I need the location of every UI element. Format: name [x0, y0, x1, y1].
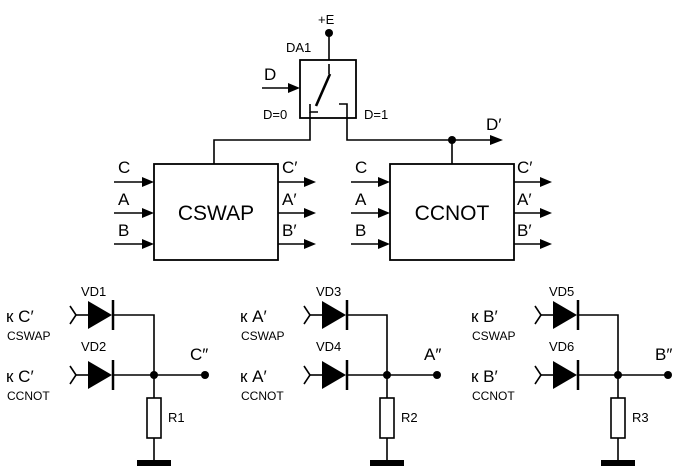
or-c-resistor [146, 397, 162, 439]
cswap-out-b-arrow [304, 239, 316, 249]
cswap-in-a-label: A [118, 190, 130, 209]
or-a-out-node [433, 371, 441, 379]
or-b-out-label: B″ [655, 345, 672, 364]
cswap-in-c-label: C [118, 158, 130, 177]
or-a-d1-diode [322, 301, 346, 329]
or-a-in1-label: к A′ [240, 307, 267, 326]
cswap-out-a-arrow [304, 208, 316, 218]
cswap-in-b-arrow [142, 239, 154, 249]
or-b-in2-connector [534, 365, 542, 385]
or-b-d1-wire-out [578, 314, 619, 375]
switch-ref: DA1 [286, 40, 311, 55]
cswap-in-a-arrow [142, 208, 154, 218]
ccnot-in-c-label: C [355, 158, 367, 177]
cswap-box [153, 163, 279, 261]
or-b-ground [601, 460, 635, 466]
or-a-in2-src: CCNOT [241, 389, 284, 403]
or-b-resistor [610, 397, 626, 439]
or-c-out-label: C″ [190, 345, 208, 364]
or-b-d1-label: VD5 [549, 284, 574, 299]
or-c-in2-label: к C′ [6, 367, 34, 386]
contact-1 [339, 103, 348, 114]
ccnot-in-b-label: B [355, 221, 366, 240]
or-a-in1-src: CSWAP [241, 329, 285, 343]
or-gate-b: к B′ CSWAP VD5 к B′ CCNOT VD6 B″ R3 [471, 284, 672, 466]
or-a-resistor [379, 397, 395, 439]
d-prime-label: D′ [486, 115, 501, 134]
or-c-in2-connector [69, 365, 77, 385]
or-b-d2-label: VD6 [549, 339, 574, 354]
ccnot-in-c-arrow [378, 177, 390, 187]
ccnot-out-a-arrow [540, 208, 552, 218]
wire-to-ccnot [346, 114, 453, 164]
or-c-in1-label: к C′ [6, 307, 34, 326]
or-c-in2-src: CCNOT [7, 389, 50, 403]
ccnot-in-a-label: A [355, 190, 367, 209]
or-c-in1-connector [69, 305, 77, 325]
wire-to-cswap [213, 112, 311, 164]
or-gate-a: к A′ CSWAP VD3 к A′ CCNOT VD4 A″ R2 [240, 284, 441, 466]
switch-pos1-label: D=1 [364, 107, 388, 122]
switch-da1: +E DA1 D D=0 D=1 D′ [213, 12, 503, 164]
or-c-d1-diode [88, 301, 112, 329]
or-a-out-label: A″ [424, 345, 441, 364]
cswap-in-c-arrow [142, 177, 154, 187]
or-gate-c: к C′ CSWAP VD1 к C′ CCNOT VD2 C″ R1 [6, 284, 209, 466]
or-c-res-label: R1 [168, 410, 185, 425]
ccnot-title: CCNOT [415, 202, 490, 225]
switch-control-label: D [264, 65, 276, 84]
cswap-block: CSWAP C A B C′ A′ B′ [114, 158, 316, 261]
or-b-in1-src: CSWAP [472, 329, 516, 343]
switch-blade [314, 73, 332, 107]
or-c-d1-wire-out [113, 314, 155, 375]
ccnot-in-b-arrow [378, 239, 390, 249]
or-a-in1-connector [303, 305, 311, 325]
or-c-d2-diode [88, 361, 112, 389]
or-a-d2-diode [322, 361, 346, 389]
ccnot-block: CCNOT C A B C′ A′ B′ [351, 158, 552, 261]
or-c-ground [137, 460, 171, 466]
cswap-out-b-label: B′ [282, 221, 297, 240]
or-a-in2-label: к A′ [240, 367, 267, 386]
ccnot-in-a-arrow [378, 208, 390, 218]
ccnot-out-a-label: A′ [517, 190, 532, 209]
or-a-res-label: R2 [401, 410, 418, 425]
or-c-out-node [201, 371, 209, 379]
or-c-d2-label: VD2 [81, 339, 106, 354]
cswap-in-b-label: B [118, 221, 129, 240]
or-b-d2-diode [553, 361, 577, 389]
cswap-out-c-arrow [304, 177, 316, 187]
ccnot-box [389, 163, 515, 261]
switch-pos0-label: D=0 [263, 107, 287, 122]
ccnot-out-b-arrow [540, 239, 552, 249]
switch-control-arrow [288, 83, 300, 93]
or-c-in1-src: CSWAP [7, 329, 51, 343]
or-a-d1-label: VD3 [316, 284, 341, 299]
cswap-out-c-label: C′ [282, 158, 297, 177]
or-b-d1-diode [553, 301, 577, 329]
ccnot-out-c-label: C′ [517, 158, 532, 177]
cswap-out-a-label: A′ [282, 190, 297, 209]
supply-label: +E [318, 12, 335, 27]
or-a-d2-label: VD4 [316, 339, 341, 354]
or-b-res-label: R3 [632, 410, 649, 425]
ccnot-out-b-label: B′ [517, 221, 532, 240]
d-prime-arrow [490, 135, 503, 145]
ccnot-out-c-arrow [540, 177, 552, 187]
or-b-in2-label: к B′ [471, 367, 498, 386]
cswap-title: CSWAP [178, 202, 254, 225]
or-c-d1-label: VD1 [81, 284, 106, 299]
or-b-out-node [664, 371, 672, 379]
or-b-in1-label: к B′ [471, 307, 498, 326]
or-a-in2-connector [303, 365, 311, 385]
or-a-d1-wire-out [347, 314, 388, 375]
or-b-in2-src: CCNOT [472, 389, 515, 403]
or-a-ground [370, 460, 404, 466]
or-b-in1-connector [534, 305, 542, 325]
